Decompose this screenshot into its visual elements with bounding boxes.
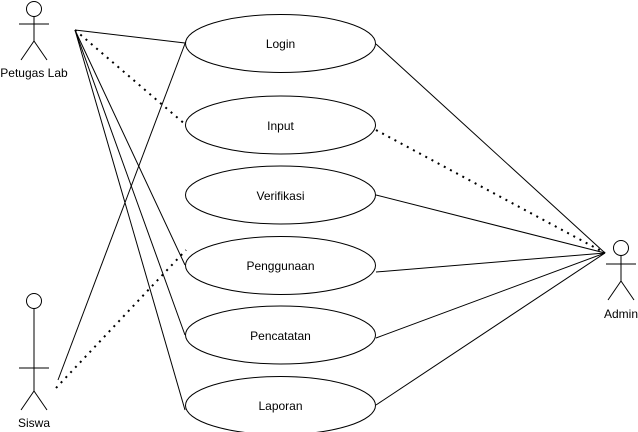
actor-admin: Admin [604, 240, 638, 321]
use-case-penggunaan: Penggunaan [185, 236, 376, 295]
assoc-admin-login [375, 43, 606, 254]
stick-figure-icon [19, 293, 49, 411]
use-case-input-label: Input [267, 119, 294, 133]
use-case-laporan: Laporan [185, 376, 376, 432]
assoc-admin-pencatatan [375, 252, 606, 339]
actor-petugas-lab-label: Petugas Lab [0, 66, 68, 80]
stick-figure-icon [19, 1, 49, 61]
assoc-petugas-login [74, 29, 186, 44]
use-case-pencatatan: Pencatatan [185, 305, 376, 365]
assoc-petugas-laporan [74, 29, 186, 411]
use-case-login: Login [185, 14, 376, 73]
use-case-penggunaan-label: Penggunaan [246, 259, 314, 273]
actor-petugas-lab: Petugas Lab [0, 1, 68, 80]
assoc-petugas-pencatatan [74, 29, 186, 336]
use-case-verifikasi: Verifikasi [185, 165, 376, 225]
use-case-login-label: Login [266, 37, 295, 51]
assoc-admin-laporan [375, 252, 606, 406]
use-case-pencatatan-label: Pencatatan [250, 329, 311, 343]
stick-figure-icon [606, 240, 636, 301]
use-case-laporan-label: Laporan [258, 399, 302, 413]
use-case-input: Input [185, 95, 376, 155]
assoc-admin-input-dotted [375, 129, 606, 254]
assoc-siswa-login [57, 40, 187, 381]
use-case-verifikasi-label: Verifikasi [256, 189, 304, 203]
actor-siswa: Siswa [18, 293, 50, 430]
assoc-siswa-penggunaan-dotted [55, 249, 187, 389]
actor-siswa-label: Siswa [18, 416, 50, 430]
associations [55, 29, 606, 411]
assoc-petugas-penggunaan [74, 29, 186, 266]
actor-admin-label: Admin [604, 307, 638, 321]
assoc-admin-penggunaan [375, 252, 606, 273]
assoc-admin-verifikasi [375, 194, 606, 254]
